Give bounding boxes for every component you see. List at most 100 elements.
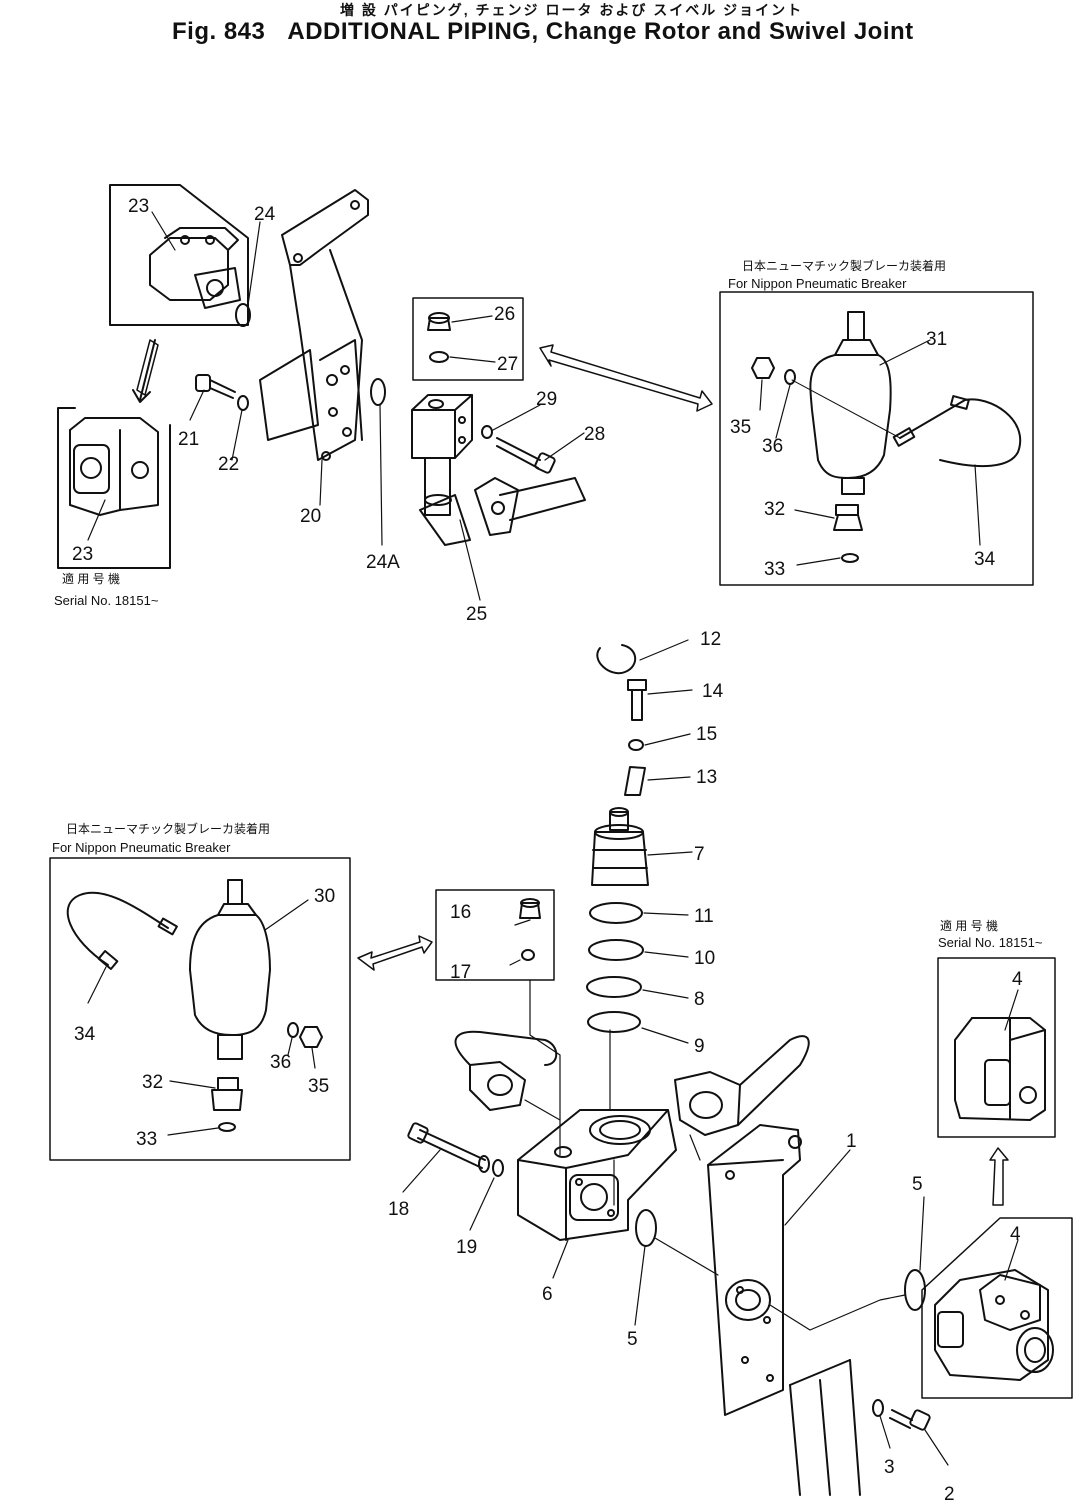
callout-35-left: 35 <box>308 1076 329 1097</box>
accumulator-30 <box>189 879 271 1060</box>
callout-32-left: 32 <box>142 1072 163 1093</box>
callout-36-top: 36 <box>762 436 783 457</box>
o-ring-8 <box>586 976 642 998</box>
callout-34-left: 34 <box>74 1024 96 1045</box>
callout-33-left: 33 <box>136 1129 157 1150</box>
flange-right-hose <box>674 1035 810 1161</box>
nippon-top-note-jp: 日本ニューマチック製ブレーカ装着用 <box>742 258 946 273</box>
callout-4-lower: 4 <box>1010 1224 1021 1245</box>
direction-arrow <box>132 339 156 403</box>
callout-1: 1 <box>846 1131 857 1152</box>
callout-12: 12 <box>700 629 721 650</box>
swivel-body-6 <box>517 1109 677 1241</box>
o-ring-5-right <box>904 1269 926 1311</box>
o-ring-11 <box>589 902 643 924</box>
callout-2: 2 <box>944 1484 955 1505</box>
accumulator-left-box <box>49 857 351 1161</box>
callout-7: 7 <box>694 844 705 865</box>
callout-25: 25 <box>466 604 487 625</box>
callout-4-upper: 4 <box>1012 969 1023 990</box>
serial-note-right-jp: 適 用 号 機 <box>940 918 998 933</box>
callout-29: 29 <box>536 389 557 410</box>
serial-note-right-en: Serial No. 18151~ <box>938 935 1043 950</box>
callout-13: 13 <box>696 767 717 788</box>
callout-26: 26 <box>494 304 515 325</box>
callout-16: 16 <box>450 902 471 923</box>
o-ring-33 <box>841 553 859 563</box>
callout-35-top: 35 <box>730 417 751 438</box>
washer-3 <box>872 1399 884 1417</box>
swivel-joint-lower-inset <box>921 1217 1073 1399</box>
callout-24: 24 <box>254 204 276 225</box>
nut-35 <box>751 357 775 379</box>
washer-15 <box>628 739 644 751</box>
figure-number: Fig. 843 <box>172 18 266 45</box>
callout-23-upper: 23 <box>128 196 149 217</box>
plug-inset-box-lower <box>435 889 555 981</box>
accumulator-31 <box>809 311 892 495</box>
bolt-18 <box>407 1122 490 1173</box>
snap-ring-12 <box>596 644 637 675</box>
callout-10: 10 <box>694 948 715 969</box>
callout-28: 28 <box>584 424 605 445</box>
callout-32-top: 32 <box>764 499 785 520</box>
bracket-20 <box>259 189 369 461</box>
callout-18: 18 <box>388 1199 409 1220</box>
o-ring-5-left <box>635 1209 657 1247</box>
bolt-2 <box>889 1409 931 1431</box>
accumulator-top-box <box>719 291 1034 586</box>
callout-27: 27 <box>497 354 518 375</box>
callout-14: 14 <box>702 681 724 702</box>
hose-34 <box>892 395 1022 468</box>
o-ring-27 <box>429 351 449 363</box>
o-ring-9 <box>587 1011 641 1033</box>
washer-22 <box>237 395 249 411</box>
fitting-32-left <box>211 1077 243 1111</box>
plug-26 <box>427 312 451 331</box>
callout-3: 3 <box>884 1457 895 1478</box>
callout-19: 19 <box>456 1237 477 1258</box>
callout-8: 8 <box>694 989 705 1010</box>
callout-17: 17 <box>450 962 471 983</box>
nippon-left-note-jp: 日本ニューマチック製ブレーカ装着用 <box>66 821 270 836</box>
serial-note-left-jp: 適 用 号 機 <box>62 571 120 586</box>
callout-24a: 24A <box>366 552 400 573</box>
washer-19 <box>492 1159 504 1177</box>
valve-block-25 <box>411 394 586 546</box>
callout-15: 15 <box>696 724 717 745</box>
bracket-1 <box>707 1124 861 1496</box>
callout-30: 30 <box>314 886 335 907</box>
callout-34-top: 34 <box>974 549 996 570</box>
bolt-28 <box>496 437 556 474</box>
pin-13 <box>624 766 646 796</box>
callout-6: 6 <box>542 1284 553 1305</box>
callout-9: 9 <box>694 1036 705 1057</box>
swivel-joint-upper-inset <box>109 184 251 327</box>
callout-36-left: 36 <box>270 1052 291 1073</box>
callout-21: 21 <box>178 429 199 450</box>
swivel-joint-4-upper <box>954 1017 1046 1121</box>
o-ring-17 <box>521 949 535 961</box>
double-arrow-left <box>357 935 433 971</box>
callout-31: 31 <box>926 329 947 350</box>
fitting-32 <box>833 504 863 531</box>
up-arrow <box>989 1147 1009 1206</box>
washer-29 <box>481 425 493 439</box>
swivel-joint-serial-inset-right <box>937 957 1056 1138</box>
callout-23-lower: 23 <box>72 544 93 565</box>
leader-17 <box>529 979 561 1156</box>
flange-left-hose <box>454 1030 561 1121</box>
callout-5-left: 5 <box>627 1329 638 1350</box>
callout-11: 11 <box>694 906 714 927</box>
figure-title-japanese: 増 設 パイピング, チェンジ ロータ および スイベル ジョイント <box>340 2 804 18</box>
figure-title-english: ADDITIONAL PIPING, Change Rotor and Swiv… <box>287 18 914 45</box>
o-ring-24a <box>370 378 386 406</box>
callout-33-top: 33 <box>764 559 785 580</box>
swivel-joint-serial-inset <box>57 407 171 569</box>
figure-title: Fig. 843 ADDITIONAL PIPING, Change Rotor … <box>172 18 936 46</box>
swivel-joint-4-lower <box>934 1269 1054 1381</box>
callout-5-right: 5 <box>912 1174 923 1195</box>
plug-inset-box <box>412 297 524 381</box>
double-arrow-top <box>539 344 713 412</box>
